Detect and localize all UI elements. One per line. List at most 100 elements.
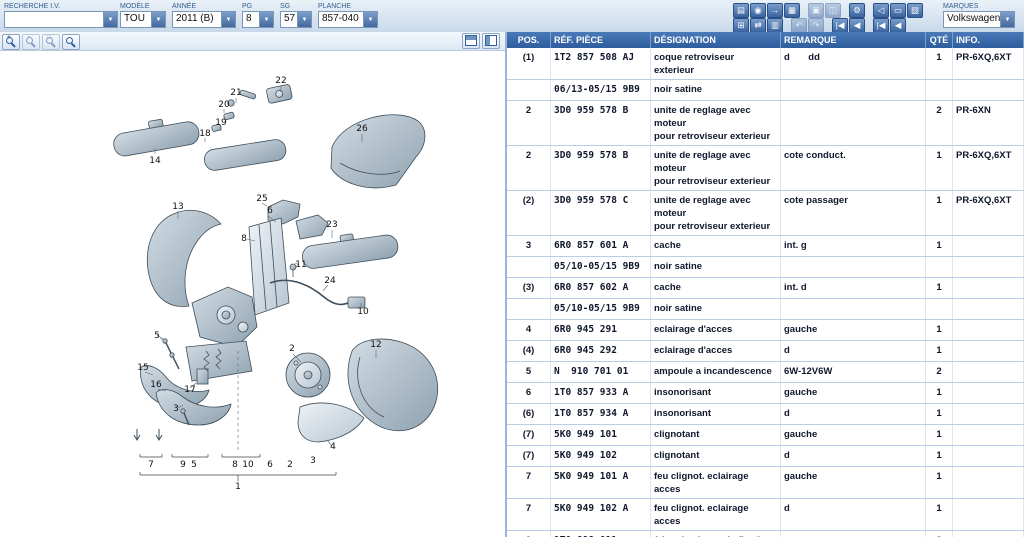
table-row[interactable]: 91T0 898 0111 jeu de pieces de fixation …: [507, 531, 1024, 537]
zoom-in-button[interactable]: +: [2, 33, 20, 50]
basket-button[interactable]: ▥: [767, 18, 783, 33]
search-dropdown-arrow-icon[interactable]: ▼: [103, 12, 117, 27]
cell-pos: 6: [507, 383, 551, 403]
marques-dropdown-arrow-icon[interactable]: ▼: [1000, 12, 1014, 27]
cell-des: unite de reglage avec moteur pour retrov…: [651, 146, 781, 190]
cell-pos: 9: [507, 531, 551, 537]
pg-value: 8: [246, 13, 252, 24]
screen-capture-button[interactable]: ◉: [750, 3, 766, 18]
first-group-button[interactable]: |◀: [832, 18, 848, 33]
marques-select[interactable]: Volkswagen ▼: [943, 11, 1015, 28]
cell-des: insonorisant: [651, 383, 781, 403]
print-button[interactable]: ▤: [733, 3, 749, 18]
cell-ref: 5K0 949 101 A: [551, 467, 651, 498]
cell-pos: 7: [507, 499, 551, 530]
previous-plate-button[interactable]: ◀: [890, 18, 906, 33]
split-horizontal-button[interactable]: [462, 33, 480, 49]
split-vertical-button[interactable]: [482, 33, 500, 49]
sg-dropdown-arrow-icon[interactable]: ▼: [297, 12, 311, 27]
cell-rem: [781, 299, 926, 319]
cell-des: cache: [651, 236, 781, 256]
modele-dropdown-arrow-icon[interactable]: ▼: [151, 12, 165, 27]
cell-pos: 4: [507, 320, 551, 340]
annee-select[interactable]: 2011 (B)▼: [172, 11, 236, 28]
service-tools-button[interactable]: ⚙: [849, 3, 865, 18]
cell-qte: 1: [926, 278, 953, 298]
cell-qte: 1: [926, 425, 953, 445]
cell-des: feu clignot. eclairage acces: [651, 499, 781, 530]
transfer-button[interactable]: ⇄: [750, 18, 766, 33]
search-input[interactable]: [5, 12, 103, 27]
planche-dropdown-arrow-icon[interactable]: ▼: [363, 12, 377, 27]
cell-des: eclairage d'acces: [651, 320, 781, 340]
diagram-callout: 19: [215, 118, 227, 128]
cell-qte: 1: [926, 446, 953, 466]
monitor-button[interactable]: ▦: [784, 3, 800, 18]
mirror-parts-drawing: 1418192021222613252368112410517151621243…: [113, 76, 439, 492]
planche-select[interactable]: 857-040▼: [318, 11, 378, 28]
cell-qte: 1: [926, 236, 953, 256]
cell-qte: [926, 257, 953, 277]
cell-rem: d: [781, 404, 926, 424]
cell-pos: [507, 257, 551, 277]
column-header-info: INFO. MODÈLE: [953, 32, 1024, 48]
split-horizontal-icon: [465, 35, 477, 46]
diagram-callout: 13: [172, 202, 183, 212]
sg-value: 57: [284, 13, 296, 24]
cell-qte: 1: [926, 146, 953, 190]
diagram-callout: 25: [256, 194, 267, 204]
calculator-button[interactable]: ⊞: [733, 18, 749, 33]
first-plate-button[interactable]: |◀: [873, 18, 889, 33]
cell-rem: [781, 531, 926, 537]
cell-rem: gauche: [781, 467, 926, 498]
column-header-des: DÉSIGNATION: [651, 32, 781, 48]
service-tools-icon: ⚙: [853, 5, 861, 15]
previous-group-button[interactable]: ◀: [849, 18, 865, 33]
zoom-full-button[interactable]: [62, 33, 80, 50]
cell-des: 1 jeu de pieces de fixation pour retrovi…: [651, 531, 781, 537]
document-export-button[interactable]: ▭: [890, 3, 906, 18]
modele-select[interactable]: TOU▼: [120, 11, 166, 28]
pg-dropdown-arrow-icon[interactable]: ▼: [259, 12, 273, 27]
diagram-callout: 7: [148, 460, 154, 470]
diagram-callout: 8: [232, 460, 238, 470]
document-view-button[interactable]: ▧: [907, 3, 923, 18]
zoom-area-button[interactable]: □: [42, 33, 60, 50]
cell-qte: 1: [926, 48, 953, 79]
cell-info: [953, 425, 1024, 445]
audio-button[interactable]: ◁: [873, 3, 889, 18]
sg-select[interactable]: 57▼: [280, 11, 312, 28]
document-export-icon: ▭: [893, 5, 903, 15]
split-buttons: [462, 33, 502, 49]
zoom-out-magnifier-icon: −: [26, 34, 36, 47]
cell-ref: 6R0 945 292: [551, 341, 651, 361]
zoom-out-button[interactable]: −: [22, 33, 40, 50]
send-button[interactable]: →: [767, 3, 783, 18]
pg-select[interactable]: 8▼: [242, 11, 274, 28]
annee-dropdown-arrow-icon[interactable]: ▼: [221, 12, 235, 27]
cell-pos: (3): [507, 278, 551, 298]
cell-ref: 5K0 949 102 A: [551, 499, 651, 530]
cell-info: [953, 362, 1024, 382]
cell-ref: 05/10-05/15 9B9: [551, 257, 651, 277]
